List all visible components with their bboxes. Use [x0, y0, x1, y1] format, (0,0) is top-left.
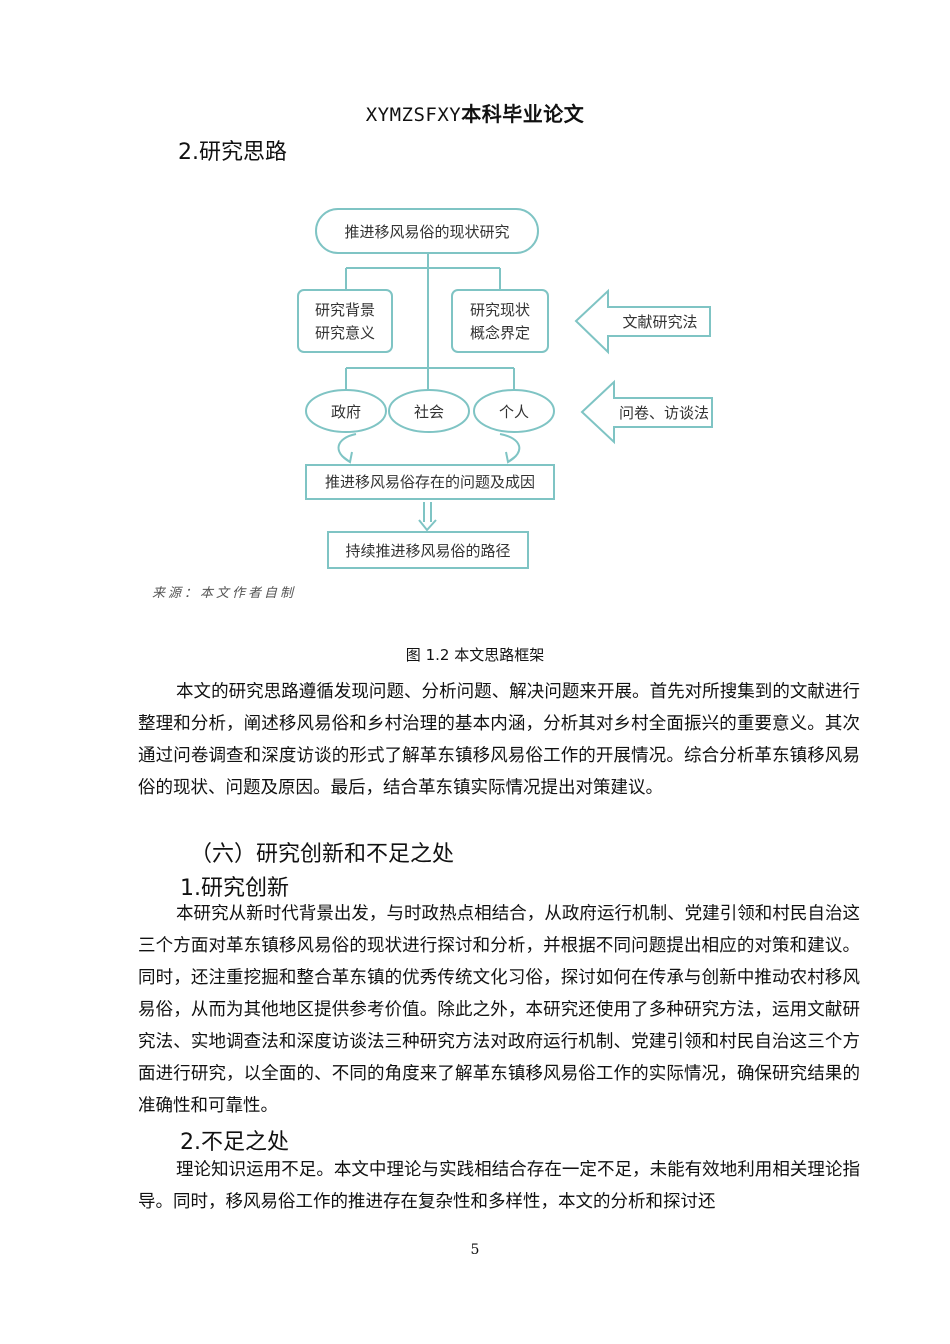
- top-box-label: 推进移风易俗的现状研究: [344, 223, 509, 241]
- oval-2: [388, 389, 470, 433]
- arrow-2-label: 问卷、访谈法: [619, 404, 709, 422]
- page-header: XYMZSFXY本科毕业论文: [0, 98, 950, 127]
- arrow-1: [574, 288, 711, 355]
- path-box-label: 持续推进移风易俗的路径: [345, 542, 510, 560]
- paragraph-3: 理论知识运用不足。本文中理论与实践相结合存在一定不足，未能有效地利用相关理论指导…: [138, 1160, 860, 1212]
- left-box: [297, 289, 393, 353]
- mid-box-line2: 概念界定: [470, 324, 530, 342]
- mid-box-line1: 研究现状: [470, 301, 530, 319]
- page-number: 5: [470, 1242, 480, 1258]
- problem-box-label: 推进移风易俗存在的问题及成因: [325, 473, 535, 491]
- oval-3-label: 个人: [499, 403, 529, 421]
- left-box-line1: 研究背景: [315, 301, 375, 319]
- subsection-1-title: 1.研究创新: [180, 876, 289, 901]
- paragraph-2: 本研究从新时代背景出发，与时政热点相结合，从政府运行机制、党建引领和村民自治这三…: [138, 904, 860, 1116]
- problem-box: [305, 464, 555, 500]
- figure-caption: 图 1.2 本文思路框架: [405, 646, 545, 664]
- section-6-title: （六）研究创新和不足之处: [190, 842, 455, 867]
- mid-box: [451, 289, 549, 353]
- arrow-2: [580, 379, 713, 445]
- header-latin: XYMZSFXY: [365, 104, 462, 126]
- oval-3: [473, 389, 555, 433]
- research-framework-diagram: 推进移风易俗的现状研究 研究背景 研究意义 研究现状 概念界定 文献研究法 政府…: [297, 208, 713, 569]
- arrow-1-label: 文献研究法: [622, 313, 697, 331]
- path-box: [327, 531, 529, 569]
- subsection-2-title: 2.不足之处: [180, 1130, 289, 1155]
- left-box-line2: 研究意义: [315, 324, 375, 342]
- paragraph-1: 本文的研究思路遵循发现问题、分析问题、解决问题来开展。首先对所搜集到的文献进行整…: [138, 682, 860, 798]
- oval-1-label: 政府: [331, 403, 361, 421]
- section-2-title: 2.研究思路: [178, 140, 287, 165]
- oval-1: [305, 389, 387, 433]
- oval-2-label: 社会: [414, 403, 444, 421]
- source-note: 来源：本文作者自制: [152, 586, 297, 601]
- header-cn: 本科毕业论文: [461, 102, 585, 126]
